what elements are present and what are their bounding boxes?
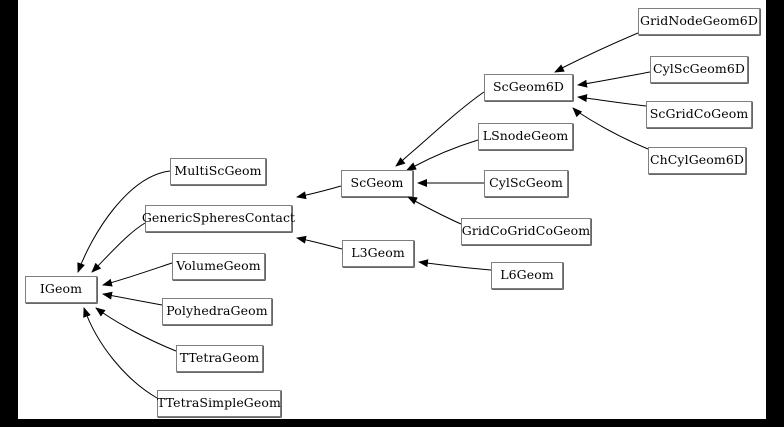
node-label: PolyhedraGeom bbox=[166, 303, 268, 319]
node-label: IGeom bbox=[39, 281, 83, 297]
node-cylscgeom6d[interactable]: CylScGeom6D bbox=[650, 56, 748, 83]
node-label: ScGeom bbox=[350, 175, 404, 191]
node-volumegeom[interactable]: VolumeGeom bbox=[172, 253, 265, 280]
node-chcylgeom6d[interactable]: ChCylGeom6D bbox=[648, 147, 746, 174]
node-label: TTetraGeom bbox=[179, 350, 260, 366]
node-label: ChCylGeom6D bbox=[649, 152, 745, 168]
node-l6geom[interactable]: L6Geom bbox=[491, 262, 563, 289]
node-scgridcogeom[interactable]: ScGridCoGeom bbox=[646, 101, 752, 128]
node-gridnodegeom6d[interactable]: GridNodeGeom6D bbox=[638, 8, 760, 35]
node-label: GridCoGridCoGeom bbox=[461, 223, 591, 239]
node-scgeom[interactable]: ScGeom bbox=[341, 170, 413, 197]
node-label: GenericSpheresContact bbox=[141, 210, 296, 226]
node-label: LSnodeGeom bbox=[482, 128, 569, 144]
node-label: GridNodeGeom6D bbox=[640, 13, 758, 29]
node-gridcogridcogeom[interactable]: GridCoGridCoGeom bbox=[461, 218, 591, 245]
node-label: L6Geom bbox=[500, 267, 554, 283]
node-label: ScGridCoGeom bbox=[649, 106, 749, 122]
node-l3geom[interactable]: L3Geom bbox=[342, 240, 414, 267]
node-label: CylScGeom6D bbox=[652, 61, 746, 77]
node-cylscgeom[interactable]: CylScGeom bbox=[484, 170, 568, 197]
node-ttetrageom[interactable]: TTetraGeom bbox=[176, 345, 263, 372]
node-label: ScGeom6D bbox=[492, 79, 565, 95]
node-polyhedrageom[interactable]: PolyhedraGeom bbox=[162, 298, 272, 325]
node-label: VolumeGeom bbox=[176, 258, 261, 274]
node-igeom[interactable]: IGeom bbox=[25, 276, 97, 303]
node-label: TTetraSimpleGeom bbox=[157, 395, 281, 411]
node-label: CylScGeom bbox=[489, 175, 563, 191]
node-genericspherescontact[interactable]: GenericSpheresContact bbox=[141, 205, 296, 232]
node-multiscgeom[interactable]: MultiScGeom bbox=[170, 158, 266, 185]
node-ttetrasimplegeom[interactable]: TTetraSimpleGeom bbox=[157, 390, 281, 417]
node-lsnodegeom[interactable]: LSnodeGeom bbox=[478, 123, 573, 150]
node-label: L3Geom bbox=[351, 245, 405, 261]
node-scgeom6d[interactable]: ScGeom6D bbox=[484, 74, 573, 101]
node-label: MultiScGeom bbox=[174, 163, 262, 179]
